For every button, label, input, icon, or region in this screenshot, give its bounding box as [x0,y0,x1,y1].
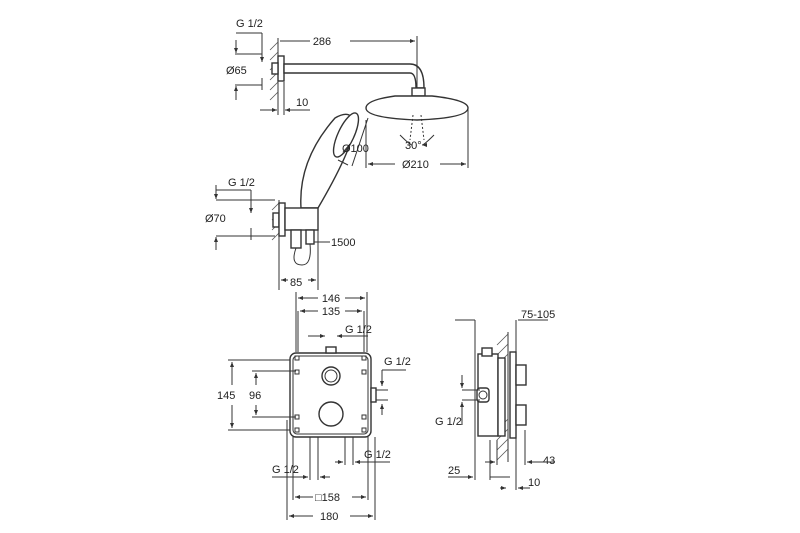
hand-shower-view: Ø100 G 1/2 Ø70 1500 85 [205,112,369,290]
handshower-diameter-label: Ø100 [342,143,369,155]
dim-43-label: 43 [543,455,555,467]
bottom-right-thread-label: G 1/2 [364,449,391,461]
flange-diameter-label: Ø65 [226,65,247,77]
dim-10-label: 10 [528,477,540,489]
dim-25-label: 25 [448,465,460,477]
plate-158-label: □158 [315,492,340,504]
arm-thread-label: G 1/2 [236,18,263,30]
top-thread-label: G 1/2 [345,324,372,336]
height-145-label: 145 [217,390,235,402]
spacing-96-label: 96 [249,390,261,402]
width-180-label: 180 [320,511,338,523]
depth-range-label: 75-105 [521,309,555,321]
right-thread-label: G 1/2 [384,356,411,368]
arm-length-label: 286 [313,36,331,48]
side-thread-label: G 1/2 [435,416,462,428]
head-diameter-label: Ø210 [402,159,429,171]
flange-depth-label: 10 [296,97,308,109]
width-146-label: 146 [322,293,340,305]
shower-arm-view: 286 G 1/2 Ø65 10 30° Ø210 [226,18,469,171]
hose-length-label: 1500 [331,237,355,249]
valve-side-view: 75-105 G 1/2 25 43 10 [435,309,555,490]
valve-front-view: 146 135 G 1/2 G 1/2 145 96 G 1/2 G 1/2 □… [217,292,411,523]
bottom-left-thread-label: G 1/2 [272,464,299,476]
holder-depth-label: 85 [290,277,302,289]
head-angle-label: 30° [405,140,422,152]
holder-thread-label: G 1/2 [228,177,255,189]
width-135-label: 135 [322,306,340,318]
holder-diameter-label: Ø70 [205,213,226,225]
